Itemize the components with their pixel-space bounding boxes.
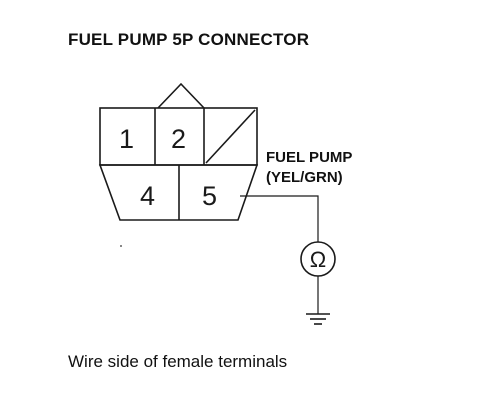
print-speck [120,245,122,247]
diagram-caption: Wire side of female terminals [68,352,288,371]
pin-1-label: 1 [119,124,134,154]
fuel-pump-callout: FUEL PUMP [266,149,353,166]
ohmmeter-icon: Ω [300,241,336,277]
test-lead-wire [240,195,319,242]
diagram-title: FUEL PUMP 5P CONNECTOR [68,30,310,49]
pin-4-label: 4 [140,181,155,211]
pin-3-blocked-cavity [205,109,256,164]
ground-icon [306,313,330,325]
wire-color-callout: (YEL/GRN) [266,169,343,186]
pin-2-label: 2 [171,124,186,154]
ohm-symbol: Ω [310,247,326,272]
pin-5-label: 5 [202,181,217,211]
connector-lower-row [98,164,259,221]
connector-lock-tab [157,82,205,109]
